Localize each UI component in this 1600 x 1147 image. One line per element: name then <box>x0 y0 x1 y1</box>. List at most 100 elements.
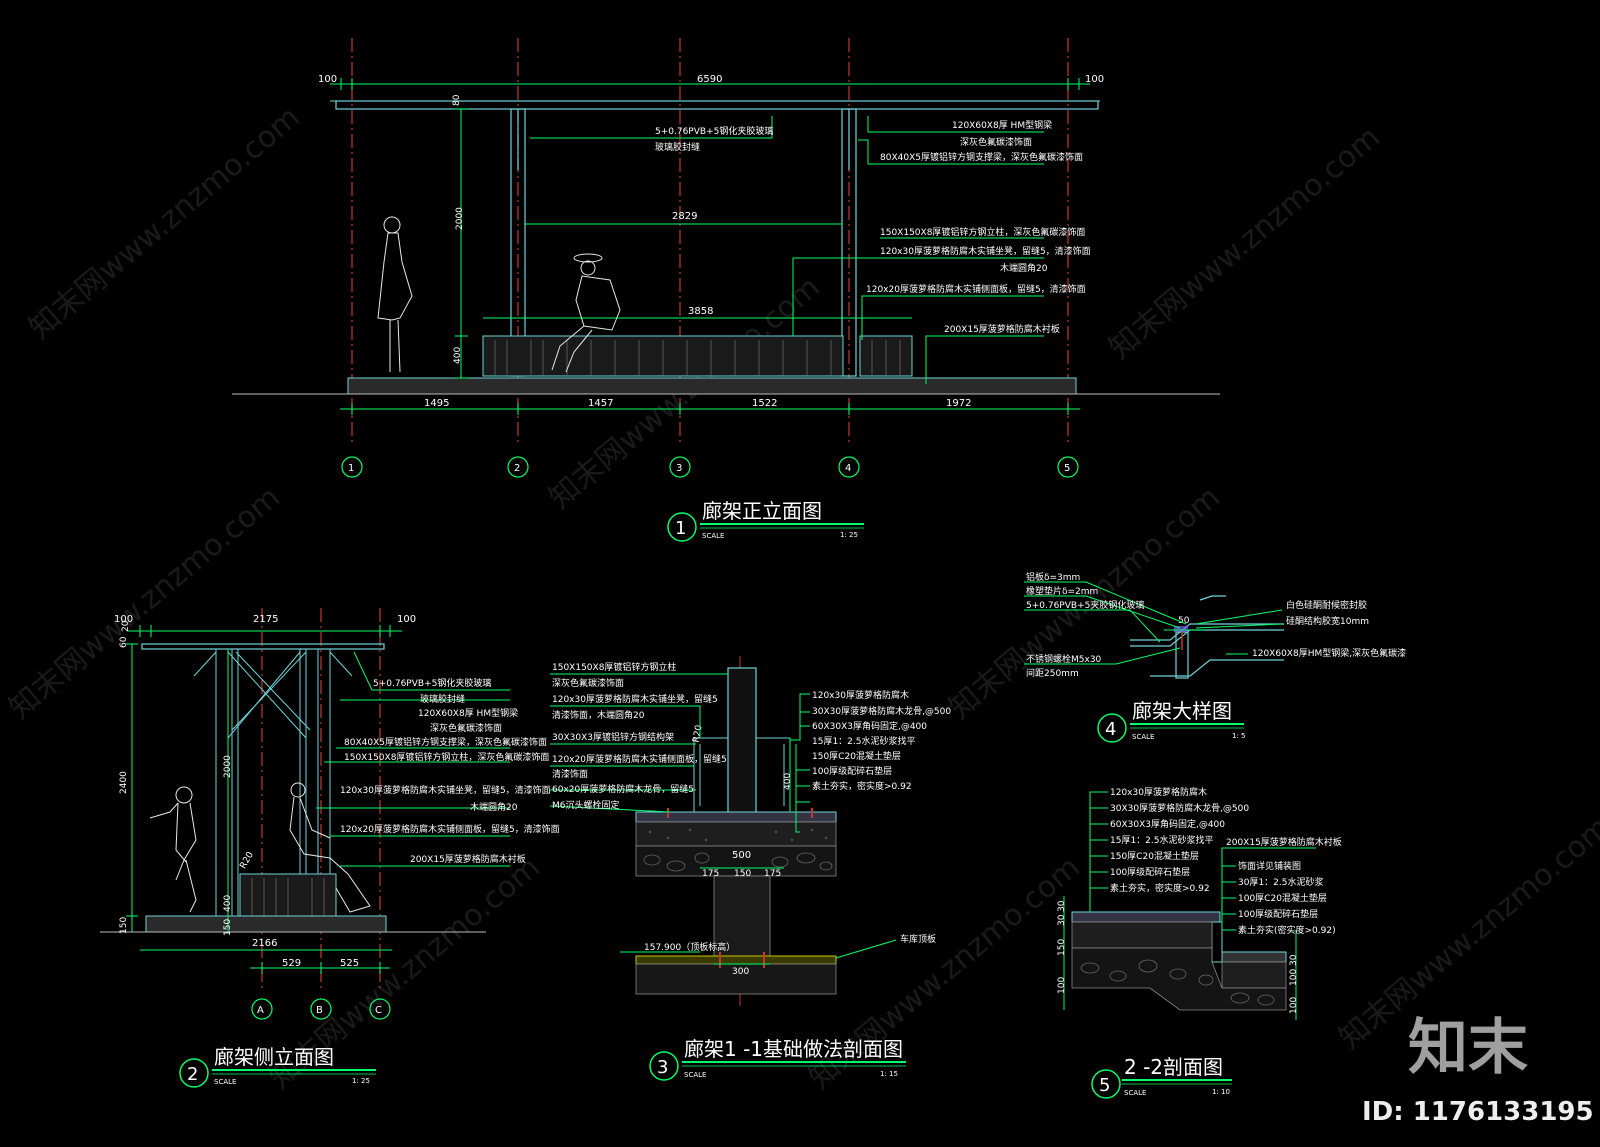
view1-front-elevation: 100 6590 100 80 <box>232 38 1220 542</box>
view5-title-bubble <box>1091 1069 1121 1099</box>
view5-title-num: 5 <box>1099 1075 1110 1096</box>
view4-note-r1: 白色硅酮耐候密封胶 <box>1286 599 1367 611</box>
view3-note-l6: 120x20厚菠萝格防腐木实铺侧面板，留缝5 <box>552 753 727 765</box>
view3-dims <box>620 738 791 965</box>
view1-title-num: 1 <box>675 518 686 539</box>
view2-scale: 1: 25 <box>352 1077 370 1085</box>
view2-dim-2000: 2000 <box>223 755 233 778</box>
view5-dim-l2: 30 <box>1057 914 1067 926</box>
view5-scale-label: SCALE <box>1124 1089 1146 1097</box>
view3-concrete-dots <box>648 828 828 842</box>
view4-gasket <box>1174 626 1188 632</box>
view3-paving <box>635 811 837 823</box>
view5-gravel-stones <box>1080 959 1275 1006</box>
view1-axis-2: 2 <box>514 463 520 474</box>
view1-note-brace: 80X40X5厚镀铝锌方钢支撑梁，深灰色氟碳漆饰面 <box>880 151 1083 163</box>
view2-title-num: 2 <box>187 1064 198 1085</box>
view5-note-r4: 100厚C20混凝土垫层 <box>1238 892 1327 904</box>
view1-title: 廊架正立面图 <box>702 499 822 523</box>
view5-note-l5: 150厚C20混凝土垫层 <box>1110 850 1199 862</box>
view1-base-slab <box>347 377 1077 395</box>
view3-concrete-layer <box>635 821 837 847</box>
view2-title-bubble <box>179 1058 209 1088</box>
view2-note-sealant: 玻璃胶封缝 <box>420 693 465 705</box>
view3-note-l4: 清漆饰面，木端圆角20 <box>552 709 645 721</box>
person-icon <box>377 216 413 373</box>
view2-dim-2166: 2166 <box>252 938 277 949</box>
view3-note-r4: 15厚1：2.5水泥砂浆找平 <box>812 735 916 747</box>
view4-note-r2: 硅酮结构胶宽10mm <box>1286 615 1369 627</box>
view4-note-l3: 5+0.76PVB+5夹胶钢化玻璃 <box>1026 599 1144 611</box>
view3-note-l9: M6沉头螺栓固定 <box>552 799 620 811</box>
view1-note-round: 木端圆角20 <box>1000 262 1048 274</box>
view4-dim-50: 50 <box>1178 616 1190 626</box>
view3-roof-leader <box>835 939 897 959</box>
view1-note-side: 120x20厚菠萝格防腐木实铺侧面板，留缝5，清漆饰面 <box>866 283 1086 295</box>
view5-note-l1: 120x30厚菠萝格防腐木 <box>1110 786 1207 798</box>
view5-note-r2: 饰面详见铺装图 <box>1238 860 1301 872</box>
view3-r20: R20 <box>692 724 705 743</box>
view3-leaders-left <box>549 673 728 813</box>
view2-note-seat: 120x30厚菠萝格防腐木实铺坐凳，留缝5，清漆饰面 <box>340 784 551 796</box>
view3-note-l8: 60x20厚菠萝格防腐木龙骨，留缝5 <box>552 783 694 795</box>
view3-dim-500: 500 <box>732 850 751 861</box>
view2-dim-20: 20 <box>121 620 131 632</box>
view4-scale-label: SCALE <box>1132 733 1154 741</box>
view5-dim-r1: 30 <box>1289 954 1299 966</box>
view5-note-l7: 素土夯实，密实度>0.92 <box>1110 882 1210 894</box>
view3-note-l7: 清漆饰面 <box>552 768 588 780</box>
view4-leaders <box>1024 581 1283 665</box>
view2-dim-top-left: 100 <box>114 614 133 625</box>
view2-side-elevation: 100 2175 100 R20 <box>100 608 560 1088</box>
view1-dim-bottom-3: 1522 <box>752 398 777 409</box>
view2-dim-top-right: 100 <box>397 614 416 625</box>
view2-note-beam: 120X60X8厚 HM型钢梁 <box>418 707 518 719</box>
view5-title: 2 -2剖面图 <box>1124 1055 1223 1079</box>
view1-dim-bottom-4: 1972 <box>946 398 971 409</box>
view2-note-glass: 5+0.76PVB+5钢化夹胶玻璃 <box>373 677 491 689</box>
view4-title-bubble <box>1097 713 1127 743</box>
view1-bench <box>482 335 913 377</box>
view5-dim-l3: 150 <box>1057 939 1067 956</box>
view5-section: 30 30 150 100 30 100 100 120x30厚菠萝格防腐木 3… <box>1057 786 1342 1099</box>
view3-note-l1: 150X150X8厚镀铝锌方钢立柱 <box>552 661 676 673</box>
view4-note-l1: 铝板δ=3mm <box>1026 571 1080 583</box>
view2-dim-525: 525 <box>340 958 359 969</box>
view3-scale: 1: 15 <box>880 1070 898 1078</box>
view3-foundation-section: R20 500 175 15 <box>549 656 951 1081</box>
view1-dim-bottom-1: 1495 <box>424 398 449 409</box>
view1-bottom-dim <box>340 403 1080 415</box>
view5-scale: 1: 10 <box>1212 1088 1230 1096</box>
view1-axis-5: 5 <box>1064 463 1070 474</box>
view1-dim-top-left: 100 <box>318 74 337 85</box>
view2-dim-150b: 150 <box>223 919 233 936</box>
view2-note-round: 木端圆角20 <box>470 801 518 813</box>
seated-woman-icon <box>289 782 371 913</box>
view4-title-num: 4 <box>1105 719 1116 740</box>
view3-title: 廊架1 -1基础做法剖面图 <box>684 1037 903 1061</box>
view3-note-r2: 30X30厚菠萝格防腐木龙骨,@500 <box>812 705 951 717</box>
view2-dim-529: 529 <box>282 958 301 969</box>
view2-scale-label: SCALE <box>214 1078 236 1086</box>
view3-anchor-bolts <box>667 808 813 968</box>
view3-note-r5: 150厚C20混凝土垫层 <box>812 750 901 762</box>
view5-dim-r3: 100 <box>1289 997 1299 1014</box>
view4-note-l2: 橡塑垫片δ=2mm <box>1026 585 1098 597</box>
view3-footing <box>713 875 771 957</box>
view1-note-beam-finish: 深灰色氟碳漆饰面 <box>960 136 1032 148</box>
view5-note-r5: 100厚级配碎石垫层 <box>1238 908 1318 920</box>
view1-dim-400: 400 <box>453 347 463 364</box>
view1-axis-bubbles <box>341 456 1079 478</box>
view1-note-sealant: 玻璃胶封缝 <box>655 141 700 153</box>
view2-title: 廊架侧立面图 <box>214 1045 334 1069</box>
view1-dim-80: 80 <box>452 94 462 106</box>
view2-dim-150a: 150 <box>119 917 129 934</box>
view5-note-l2: 30X30厚菠萝格防腐木龙骨,@500 <box>1110 802 1249 814</box>
seated-person-icon <box>551 253 621 373</box>
view3-title-num: 3 <box>657 1057 668 1078</box>
view1-leaders <box>530 116 1044 384</box>
view2-dim-400: 400 <box>223 895 233 912</box>
view4-note-r3: 120X60X8厚HM型钢梁,深灰色氟碳漆 <box>1252 647 1406 659</box>
view2-axis-c: C <box>375 1005 382 1016</box>
view1-dim-top-mid: 6590 <box>697 74 722 85</box>
